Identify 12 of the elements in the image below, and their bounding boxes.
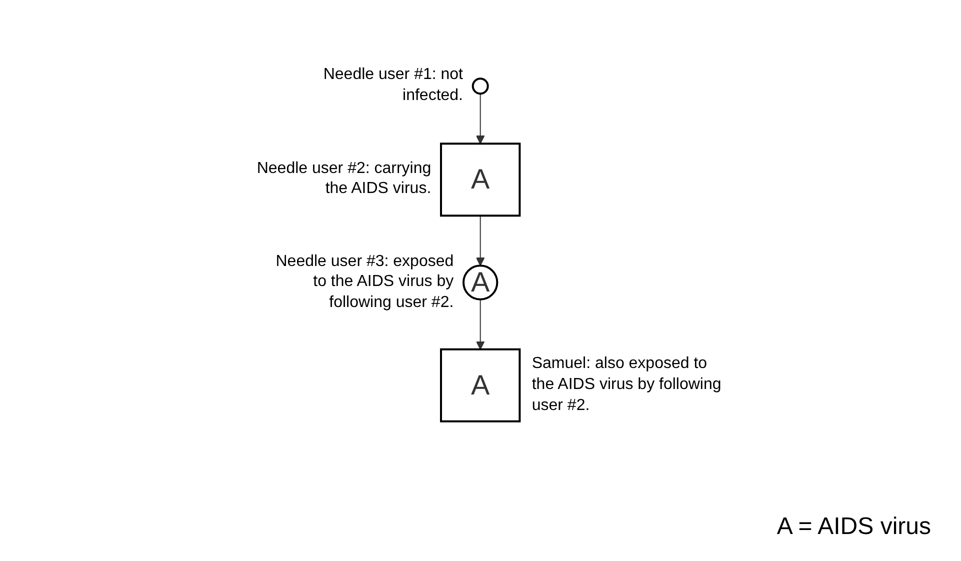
node-caption: Needle user #1: not infected. [322, 65, 463, 106]
arrow [476, 93, 485, 144]
legend-note: A = AIDS virus [776, 513, 931, 541]
node-caption: Samuel: also exposed to the AIDS virus by following user #2. [532, 354, 722, 416]
node-box: A [440, 142, 521, 217]
arrow [476, 298, 485, 350]
node-circle [472, 78, 489, 95]
arrow [476, 215, 485, 266]
node-caption: Needle user #3: exposed to the AIDS virus by following user #2. [274, 252, 454, 314]
node-box: A [440, 348, 521, 422]
node-caption: Needle user #2: carrying the AIDS virus. [256, 158, 432, 200]
node-circle: A [462, 264, 498, 300]
